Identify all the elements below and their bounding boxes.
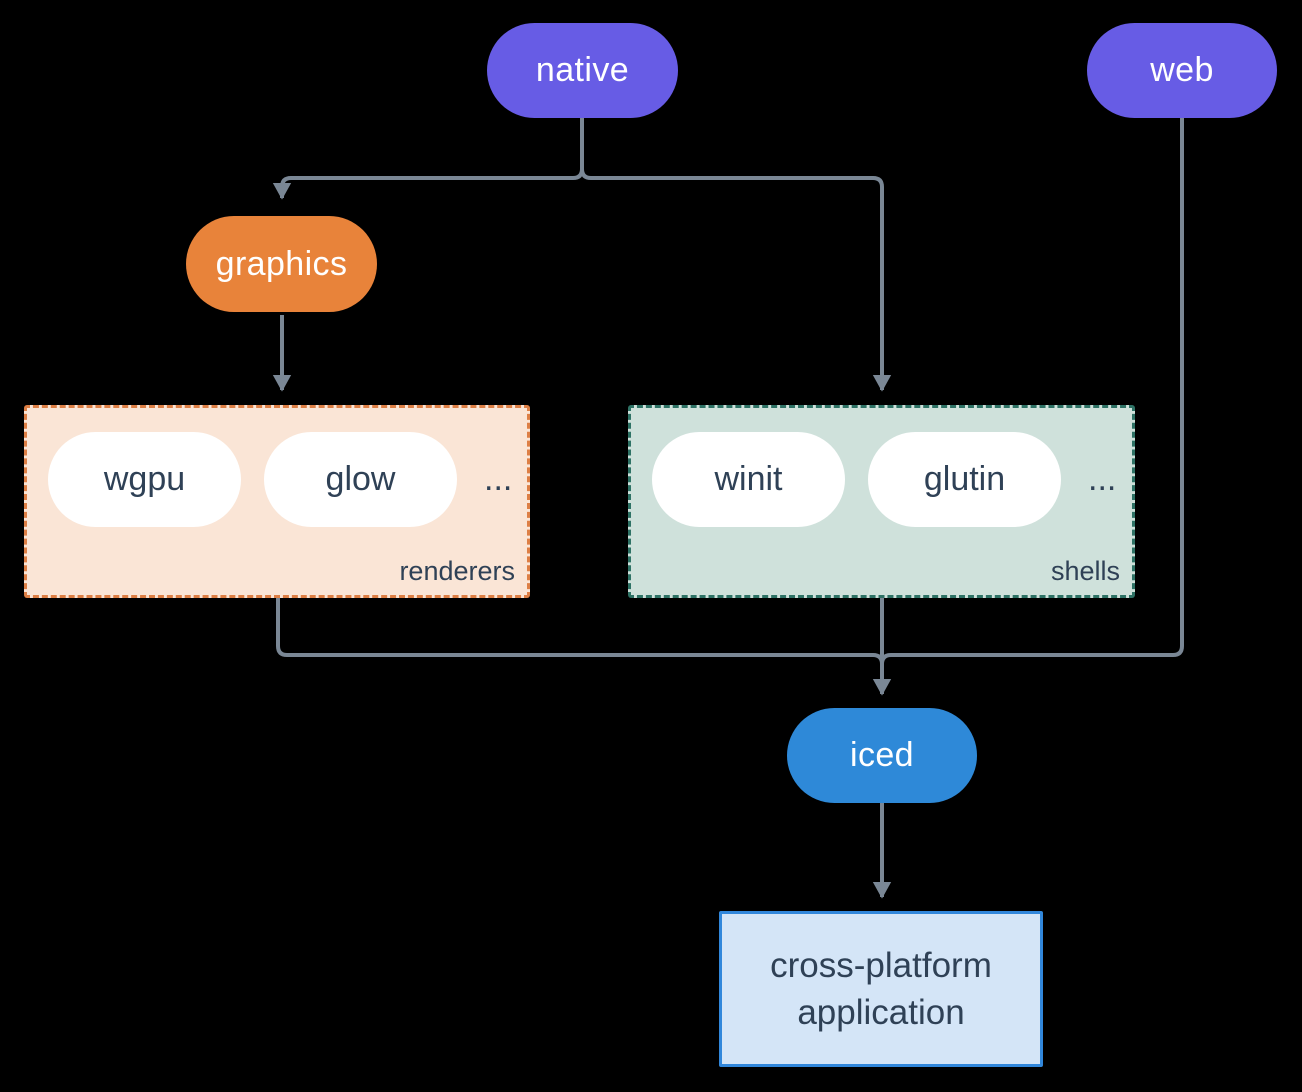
native-label: native [535, 51, 630, 89]
glutin-node: glutin [868, 432, 1061, 527]
renderers-row: wgpu glow ... [48, 432, 512, 527]
cross-platform-application-node: cross-platform application [719, 911, 1043, 1067]
shells-group-label: shells [1050, 556, 1120, 586]
application-label: cross-platform application [770, 945, 992, 1032]
native-node: native [487, 23, 678, 118]
connector-native-to-graphics [272, 118, 584, 200]
shells-row: winit glutin ... [652, 432, 1116, 527]
graphics-node: graphics [186, 216, 377, 312]
renderers-group: wgpu glow ... renderers [24, 405, 530, 598]
glow-label: glow [325, 460, 396, 498]
shells-ellipsis: ... [1088, 460, 1117, 498]
renderers-ellipsis: ... [484, 460, 513, 498]
glow-node: glow [264, 432, 457, 527]
wgpu-node: wgpu [48, 432, 241, 527]
winit-node: winit [652, 432, 845, 527]
iced-node: iced [787, 708, 977, 803]
shells-group: winit glutin ... shells [628, 405, 1135, 598]
web-label: web [1150, 51, 1214, 89]
connector-renderers-to-merge [276, 598, 884, 665]
wgpu-label: wgpu [103, 460, 186, 498]
connector-native-to-shells [580, 118, 892, 392]
web-node: web [1087, 23, 1277, 118]
iced-label: iced [850, 736, 914, 774]
winit-label: winit [714, 460, 783, 498]
graphics-label: graphics [215, 244, 348, 283]
glutin-label: glutin [923, 460, 1006, 498]
renderers-group-label: renderers [399, 556, 515, 586]
